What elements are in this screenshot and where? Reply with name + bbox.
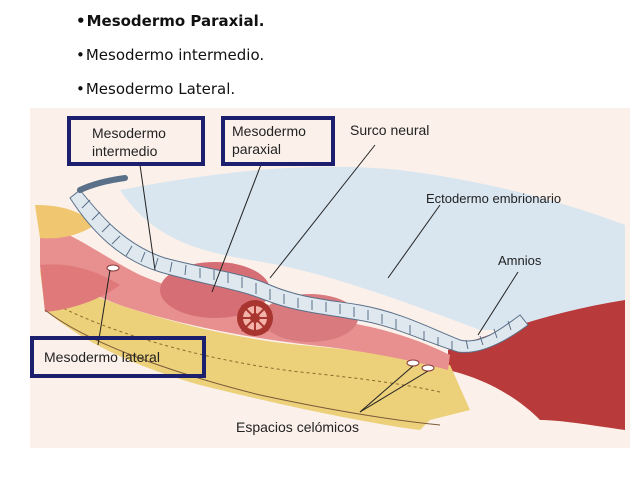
leader-lateral <box>97 269 111 346</box>
ectoderm-layer <box>69 189 529 353</box>
label-intermedio-line1: Mesodermo <box>92 125 166 141</box>
endoderm-cells <box>47 299 441 393</box>
leader-espacios-1 <box>359 365 414 413</box>
label-espacios-celomicos: Espacios celómicos <box>236 419 359 435</box>
label-amnios: Amnios <box>498 253 542 268</box>
notochord-rosette <box>237 300 273 336</box>
mesoderm-layer <box>40 225 450 370</box>
highlight-box-lateral <box>30 336 206 378</box>
bullet-marker: • <box>76 12 86 30</box>
label-paraxial-line1: Mesodermo <box>232 123 306 139</box>
left-pink-flap <box>40 264 120 312</box>
label-mesodermo-lateral: Mesodermo lateral <box>44 349 160 365</box>
bullet-marker: • <box>76 46 85 64</box>
yolk-sac-flap <box>35 205 95 239</box>
amniotic-cavity-shading <box>120 166 625 330</box>
ectoderm-cell-borders <box>81 199 512 350</box>
bullet-list: •Mesodermo Paraxial. •Mesodermo intermed… <box>76 8 476 110</box>
label-paraxial-line2: paraxial <box>232 141 281 157</box>
bullet-marker: • <box>76 80 85 98</box>
endoderm-band <box>40 270 470 430</box>
bullet-text: Mesodermo Paraxial. <box>86 12 265 30</box>
celomic-space <box>421 364 435 372</box>
leader-paraxial <box>211 161 263 293</box>
leader-surco <box>269 144 376 279</box>
amnios-tissue <box>448 300 625 430</box>
celomic-space <box>406 359 420 367</box>
highlight-box-paraxial <box>221 116 335 166</box>
leader-ectodermo <box>387 204 441 279</box>
bullet-mesodermo-paraxial: •Mesodermo Paraxial. <box>76 8 476 42</box>
label-ectodermo: Ectodermo embrionario <box>426 191 561 206</box>
leader-amnios <box>477 271 519 336</box>
bullet-mesodermo-lateral: •Mesodermo Lateral. <box>76 76 476 110</box>
bullet-text: Mesodermo Lateral. <box>85 80 236 98</box>
label-surco-neural: Surco neural <box>350 122 429 138</box>
celomic-space <box>106 264 120 272</box>
leader-espacios-2 <box>359 370 429 413</box>
bullet-text: Mesodermo intermedio. <box>85 46 265 64</box>
label-intermedio-line2: intermedio <box>92 143 158 159</box>
amnion-cell-row-left <box>77 175 128 193</box>
highlight-box-intermedio <box>67 116 205 166</box>
bullet-mesodermo-intermedio: •Mesodermo intermedio. <box>76 42 476 76</box>
leader-intermedio <box>139 164 156 271</box>
